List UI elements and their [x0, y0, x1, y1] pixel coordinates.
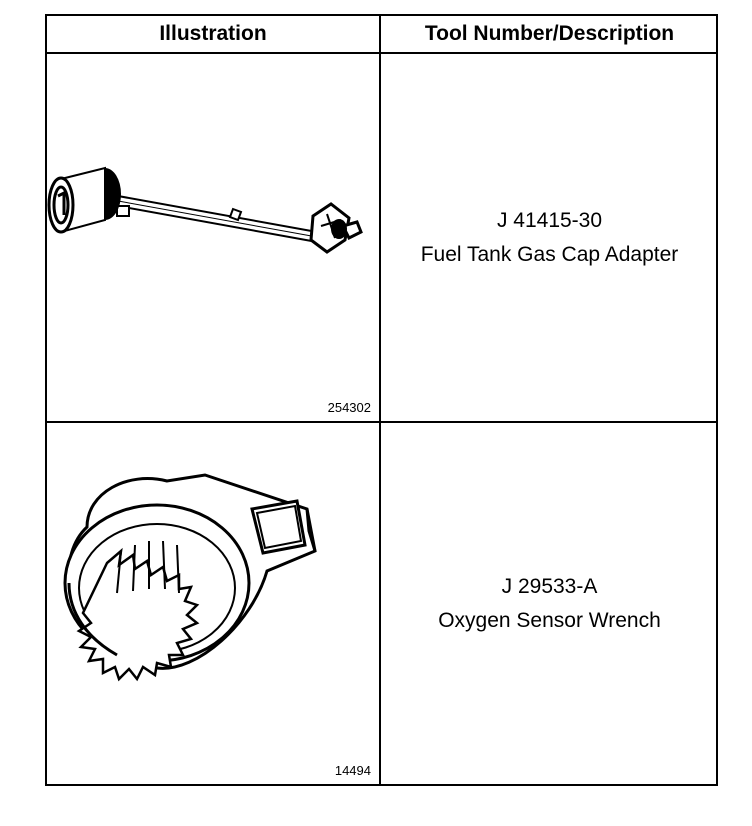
row-1-illustration-cell: 254302: [47, 54, 379, 421]
row-1-description-cell: J 41415-30 Fuel Tank Gas Cap Adapter: [381, 54, 718, 421]
column-divider: [379, 16, 381, 784]
row-divider: [47, 421, 716, 423]
gas-cap-adapter-icon: [47, 166, 363, 254]
tool-table: Illustration Tool Number/Description 254…: [45, 14, 718, 786]
tool-name: Oxygen Sensor Wrench: [438, 608, 661, 632]
oxygen-sensor-wrench-icon: [63, 473, 317, 682]
tool-name: Fuel Tank Gas Cap Adapter: [420, 242, 679, 266]
header-tool-description: Tool Number/Description: [424, 22, 675, 45]
row-2-description-cell: J 29533-A Oxygen Sensor Wrench: [381, 423, 718, 784]
figure-number: 14494: [334, 763, 371, 778]
figure-number: 254302: [327, 400, 371, 415]
header-illustration: Illustration: [159, 22, 267, 45]
row-2-illustration-cell: 14494: [47, 423, 379, 784]
header-divider: [47, 52, 716, 54]
tool-number: J 41415-30: [496, 208, 603, 232]
tool-number: J 29533-A: [501, 574, 598, 598]
